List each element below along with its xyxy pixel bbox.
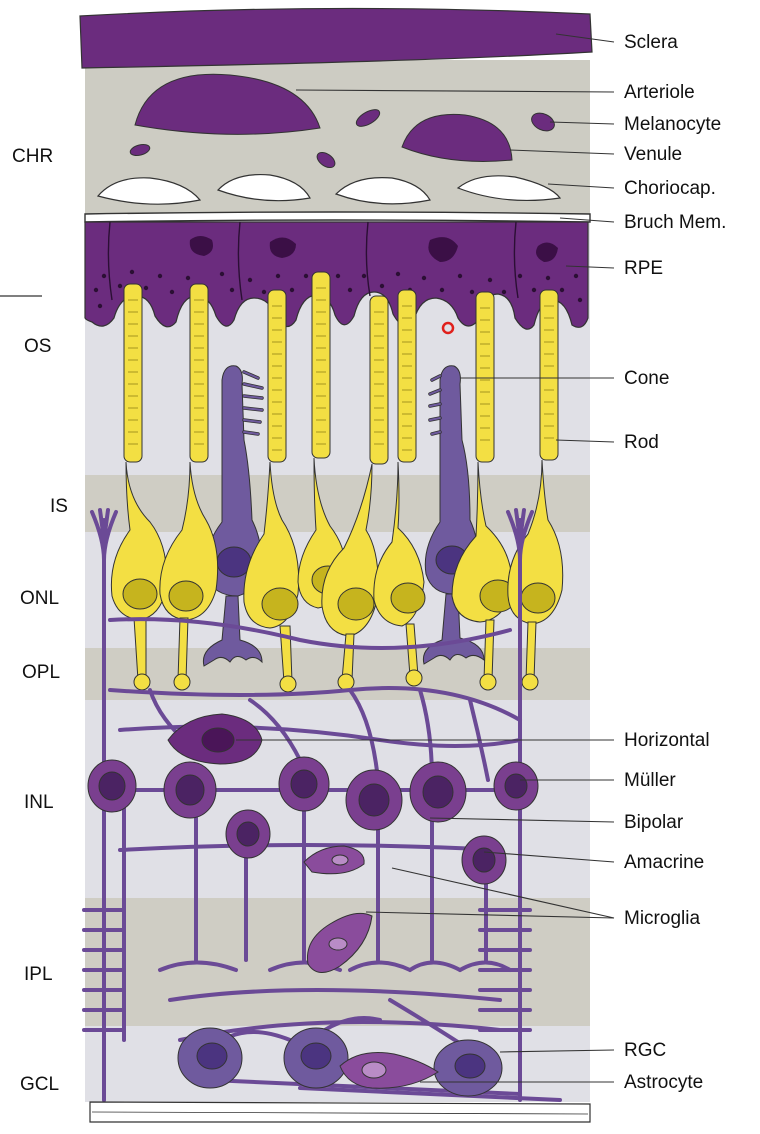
sclera-shape xyxy=(80,8,592,68)
label-venule: Venule xyxy=(624,144,682,165)
label-rpe: RPE xyxy=(624,258,663,279)
label-bipolar: Bipolar xyxy=(624,812,684,833)
label-cone: Cone xyxy=(624,368,669,389)
label-sclera: Sclera xyxy=(624,32,678,53)
layer-label-is: IS xyxy=(50,496,68,517)
label-arteriole: Arteriole xyxy=(624,82,695,103)
label-horizontal: Horizontal xyxy=(624,730,710,751)
layer-label-inl: INL xyxy=(24,792,54,813)
label-rod: Rod xyxy=(624,432,659,453)
layer-label-ipl: IPL xyxy=(24,964,53,985)
layer-label-onl: ONL xyxy=(20,588,59,609)
label-rgc: RGC xyxy=(624,1040,666,1061)
label-muller: Müller xyxy=(624,770,676,791)
layer-labels: CHR OS IS ONL OPL INL IPL GCL xyxy=(12,146,68,1095)
bruch-membrane xyxy=(85,212,590,222)
label-astrocyte: Astrocyte xyxy=(624,1072,703,1093)
layer-label-chr: CHR xyxy=(12,146,53,167)
layer-label-os: OS xyxy=(24,336,51,357)
label-amacrine: Amacrine xyxy=(624,852,704,873)
label-microglia: Microglia xyxy=(624,908,700,929)
layer-label-gcl: GCL xyxy=(20,1074,59,1095)
structure-labels: Sclera Arteriole Melanocyte Venule Chori… xyxy=(624,32,726,1093)
layer-label-opl: OPL xyxy=(22,662,60,683)
label-melanocyte: Melanocyte xyxy=(624,114,721,135)
label-bruch: Bruch Mem. xyxy=(624,212,726,233)
label-choriocap: Choriocap. xyxy=(624,178,716,199)
